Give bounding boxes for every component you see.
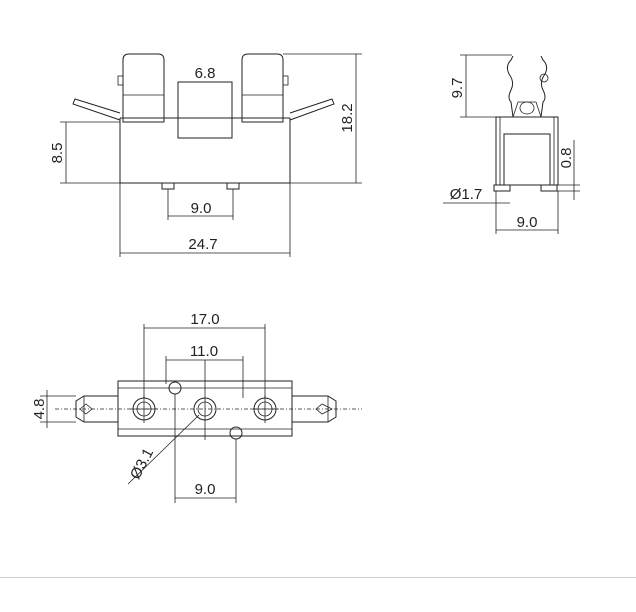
side-body	[495, 116, 559, 186]
bottom-divider	[0, 577, 636, 578]
front-dim-height: 18.2	[283, 53, 362, 184]
top-dim-inner-span-label: 11.0	[190, 343, 218, 360]
front-pin-left	[161, 182, 175, 190]
front-dim-width-label: 24.7	[188, 236, 217, 253]
top-dim-pin-spacing-label: 9.0	[195, 481, 216, 498]
side-view: 9.7 0.8 Ø1.7 9.0	[443, 54, 580, 234]
side-dim-clip-height: 9.7	[449, 54, 512, 118]
front-dim-top-gap: 6.8	[178, 65, 232, 83]
front-dim-body-height-label: 8.5	[49, 143, 66, 164]
side-pin-left	[493, 184, 511, 192]
top-dim-height-label: 4.8	[31, 399, 48, 420]
front-dim-width: 24.7	[119, 183, 291, 257]
top-dim-pin-spacing: 9.0	[174, 394, 237, 503]
top-dim-hole-diameter-label: Ø3.1	[127, 446, 157, 483]
front-pin-right	[226, 182, 240, 190]
side-inner-window	[503, 133, 551, 186]
top-hole-right	[251, 395, 279, 423]
side-dim-pin-offset-label: 0.8	[558, 148, 575, 169]
top-dim-outer-span-label: 17.0	[190, 311, 219, 328]
top-hole-center	[193, 360, 217, 440]
top-dim-inner-span: 11.0	[165, 343, 244, 398]
top-dim-hole-diameter: Ø3.1	[127, 414, 200, 485]
top-dim-outer-span: 17.0	[143, 311, 266, 398]
front-dim-height-label: 18.2	[339, 103, 356, 132]
front-dim-body-height: 8.5	[49, 121, 120, 184]
front-right-clip	[241, 53, 335, 123]
top-terminal-left	[75, 395, 118, 423]
side-dim-width-label: 9.0	[517, 214, 538, 231]
front-center-window	[177, 81, 233, 139]
side-dim-pin-offset: 0.8	[557, 140, 580, 200]
side-dim-width: 9.0	[495, 191, 559, 234]
side-dim-clip-height-label: 9.7	[449, 78, 466, 99]
top-view: 17.0 11.0 4.8 Ø3.1 9.0	[31, 311, 362, 503]
front-view: 6.8 18.2 8.5 9.0 24.7	[49, 53, 362, 257]
side-clip	[506, 55, 549, 118]
top-dim-height: 4.8	[31, 390, 76, 428]
top-terminal-right	[292, 395, 337, 423]
front-dim-pin-spacing: 9.0	[167, 189, 234, 220]
side-dim-pin-diameter: Ø1.7	[443, 186, 510, 204]
front-body-outline	[119, 118, 291, 184]
top-hole-left	[130, 395, 158, 423]
front-left-clip	[72, 53, 165, 123]
front-dim-top-gap-label: 6.8	[195, 65, 216, 82]
front-dim-pin-spacing-label: 9.0	[191, 200, 212, 217]
side-pin-right	[540, 184, 558, 192]
side-dim-pin-diameter-label: Ø1.7	[450, 186, 483, 203]
